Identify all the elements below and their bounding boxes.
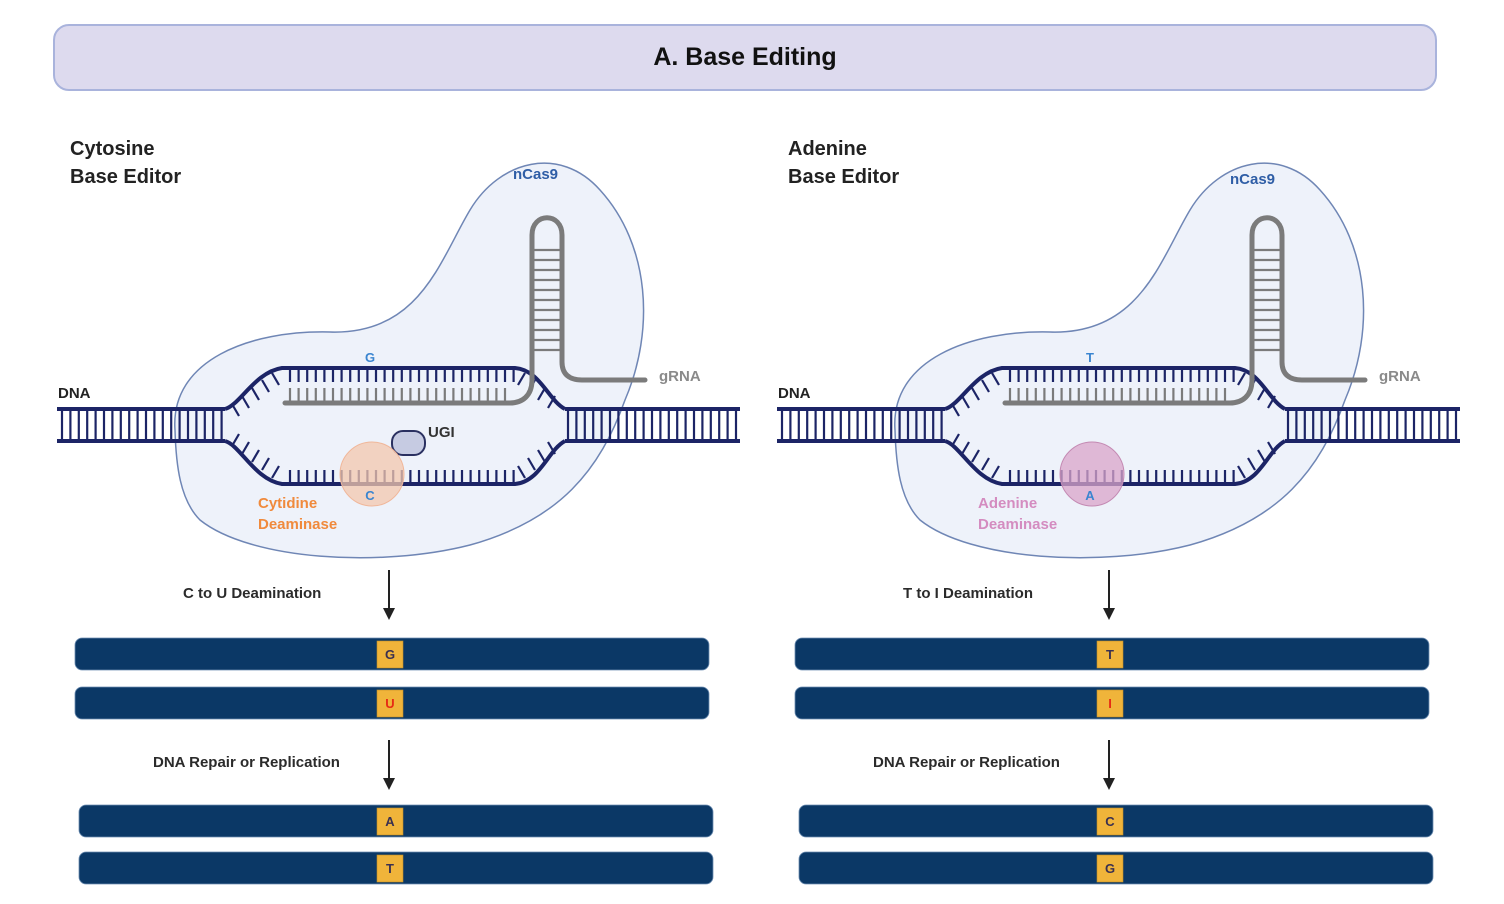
- nucleotide-tick: [951, 433, 960, 447]
- nucleotide-tick: [971, 387, 980, 401]
- nucleotide-tick: [241, 395, 250, 409]
- nucleotide-tick: [1237, 372, 1246, 386]
- guide-rna: [1002, 215, 1368, 406]
- nucleotide-tick: [547, 441, 556, 455]
- dna-label: DNA: [778, 385, 811, 402]
- step2-label: DNA Repair or Replication: [873, 754, 1060, 771]
- nucleotide-tick: [251, 449, 260, 463]
- base-label: T: [1106, 647, 1114, 662]
- edited-base-label: U: [385, 696, 394, 711]
- dna-top-strand: [224, 366, 567, 411]
- bottom-strand-base: A: [1085, 488, 1095, 503]
- section-header: A. Base Editing: [53, 24, 1437, 91]
- base-box: [1096, 640, 1124, 669]
- nucleotide-tick: [537, 387, 546, 401]
- step1-label: C to U Deamination: [183, 585, 321, 602]
- editor-title-line2: Base Editor: [70, 166, 181, 188]
- panel-adenine-base-editor: Adenine Base Editor nCas9 DNA gRNA Adeni…: [777, 138, 1460, 885]
- grna-label: gRNA: [659, 368, 701, 385]
- nucleotide-tick: [517, 372, 526, 386]
- panel-cytosine-base-editor: Cytosine Base Editor nCas9 DNA gRNA Cyti…: [57, 138, 740, 885]
- nucleotide-tick: [537, 449, 546, 463]
- nucleotide-tick: [261, 457, 270, 471]
- base-box: [376, 689, 404, 718]
- grna-label: gRNA: [1379, 368, 1421, 385]
- base-label: A: [385, 814, 395, 829]
- top-strand-base: T: [1086, 350, 1094, 365]
- guide-rna: [282, 215, 648, 406]
- nucleotide-tick: [961, 395, 970, 409]
- base-label: C: [1105, 814, 1115, 829]
- base-box: [1096, 689, 1124, 718]
- deaminase-label-line2: Deaminase: [978, 516, 1057, 533]
- down-arrow-icon: [383, 740, 395, 790]
- step1-label: T to I Deamination: [903, 585, 1033, 602]
- nucleotide-tick: [991, 372, 1000, 386]
- base-box: [376, 854, 404, 883]
- edited-base-label: I: [1108, 696, 1112, 711]
- base-box: [1096, 807, 1124, 836]
- editor-title-line1: Cytosine: [70, 138, 154, 160]
- ncas9-protein-shape: [894, 162, 1365, 559]
- deaminase-label-line1: Adenine: [978, 495, 1037, 512]
- nucleotide-tick: [251, 387, 260, 401]
- base-box: [1096, 854, 1124, 883]
- nucleotide-tick: [261, 379, 270, 393]
- grna-backbone: [282, 215, 648, 406]
- grna-backbone: [1002, 215, 1368, 406]
- top-strand-base: G: [365, 350, 375, 365]
- dna-double-helix: [777, 366, 1460, 486]
- nucleotide-tick: [981, 457, 990, 471]
- nucleotide-tick: [517, 465, 526, 479]
- section-title: A. Base Editing: [653, 43, 837, 71]
- adenine-deaminase-enzyme: [1059, 441, 1125, 507]
- strand-bars: T I C G: [794, 637, 1434, 885]
- deaminase-label-line1: Cytidine: [258, 495, 317, 512]
- ugi-label: UGI: [428, 424, 455, 441]
- editor-title-line1: Adenine: [788, 138, 867, 160]
- bottom-strand-base: C: [365, 488, 375, 503]
- nucleotide-tick: [991, 465, 1000, 479]
- ugi-protein: [391, 430, 426, 456]
- ncas9-label: nCas9: [513, 166, 558, 183]
- deaminase-label-line2: Deaminase: [258, 516, 337, 533]
- nucleotide-tick: [241, 441, 250, 455]
- ncas9-protein-shape: [174, 162, 645, 559]
- nucleotide-tick: [271, 372, 280, 386]
- base-box: [376, 807, 404, 836]
- nucleotide-tick: [951, 403, 960, 417]
- nucleotide-tick: [1257, 387, 1266, 401]
- nucleotide-tick: [981, 379, 990, 393]
- step2-label: DNA Repair or Replication: [153, 754, 340, 771]
- dna-top-strand: [944, 366, 1287, 411]
- nucleotide-tick: [1237, 465, 1246, 479]
- base-label: G: [385, 647, 395, 662]
- nucleotide-tick: [231, 433, 240, 447]
- down-arrow-icon: [1103, 570, 1115, 620]
- nucleotide-tick: [231, 403, 240, 417]
- nucleotide-tick: [271, 465, 280, 479]
- nucleotide-tick: [1267, 395, 1276, 409]
- nucleotide-tick: [527, 457, 536, 471]
- base-label: G: [1105, 861, 1115, 876]
- down-arrow-icon: [383, 570, 395, 620]
- nucleotide-tick: [547, 395, 556, 409]
- nucleotide-tick: [961, 441, 970, 455]
- cytidine-deaminase-enzyme: [339, 441, 405, 507]
- nucleotide-tick: [1257, 449, 1266, 463]
- base-label: T: [386, 861, 394, 876]
- editor-title-line2: Base Editor: [788, 166, 899, 188]
- nucleotide-tick: [971, 449, 980, 463]
- nucleotide-tick: [1247, 457, 1256, 471]
- strand-bars: G U A T: [74, 637, 714, 885]
- dna-label: DNA: [58, 385, 91, 402]
- down-arrow-icon: [1103, 740, 1115, 790]
- base-box: [376, 640, 404, 669]
- nucleotide-tick: [1267, 441, 1276, 455]
- ncas9-label: nCas9: [1230, 171, 1275, 188]
